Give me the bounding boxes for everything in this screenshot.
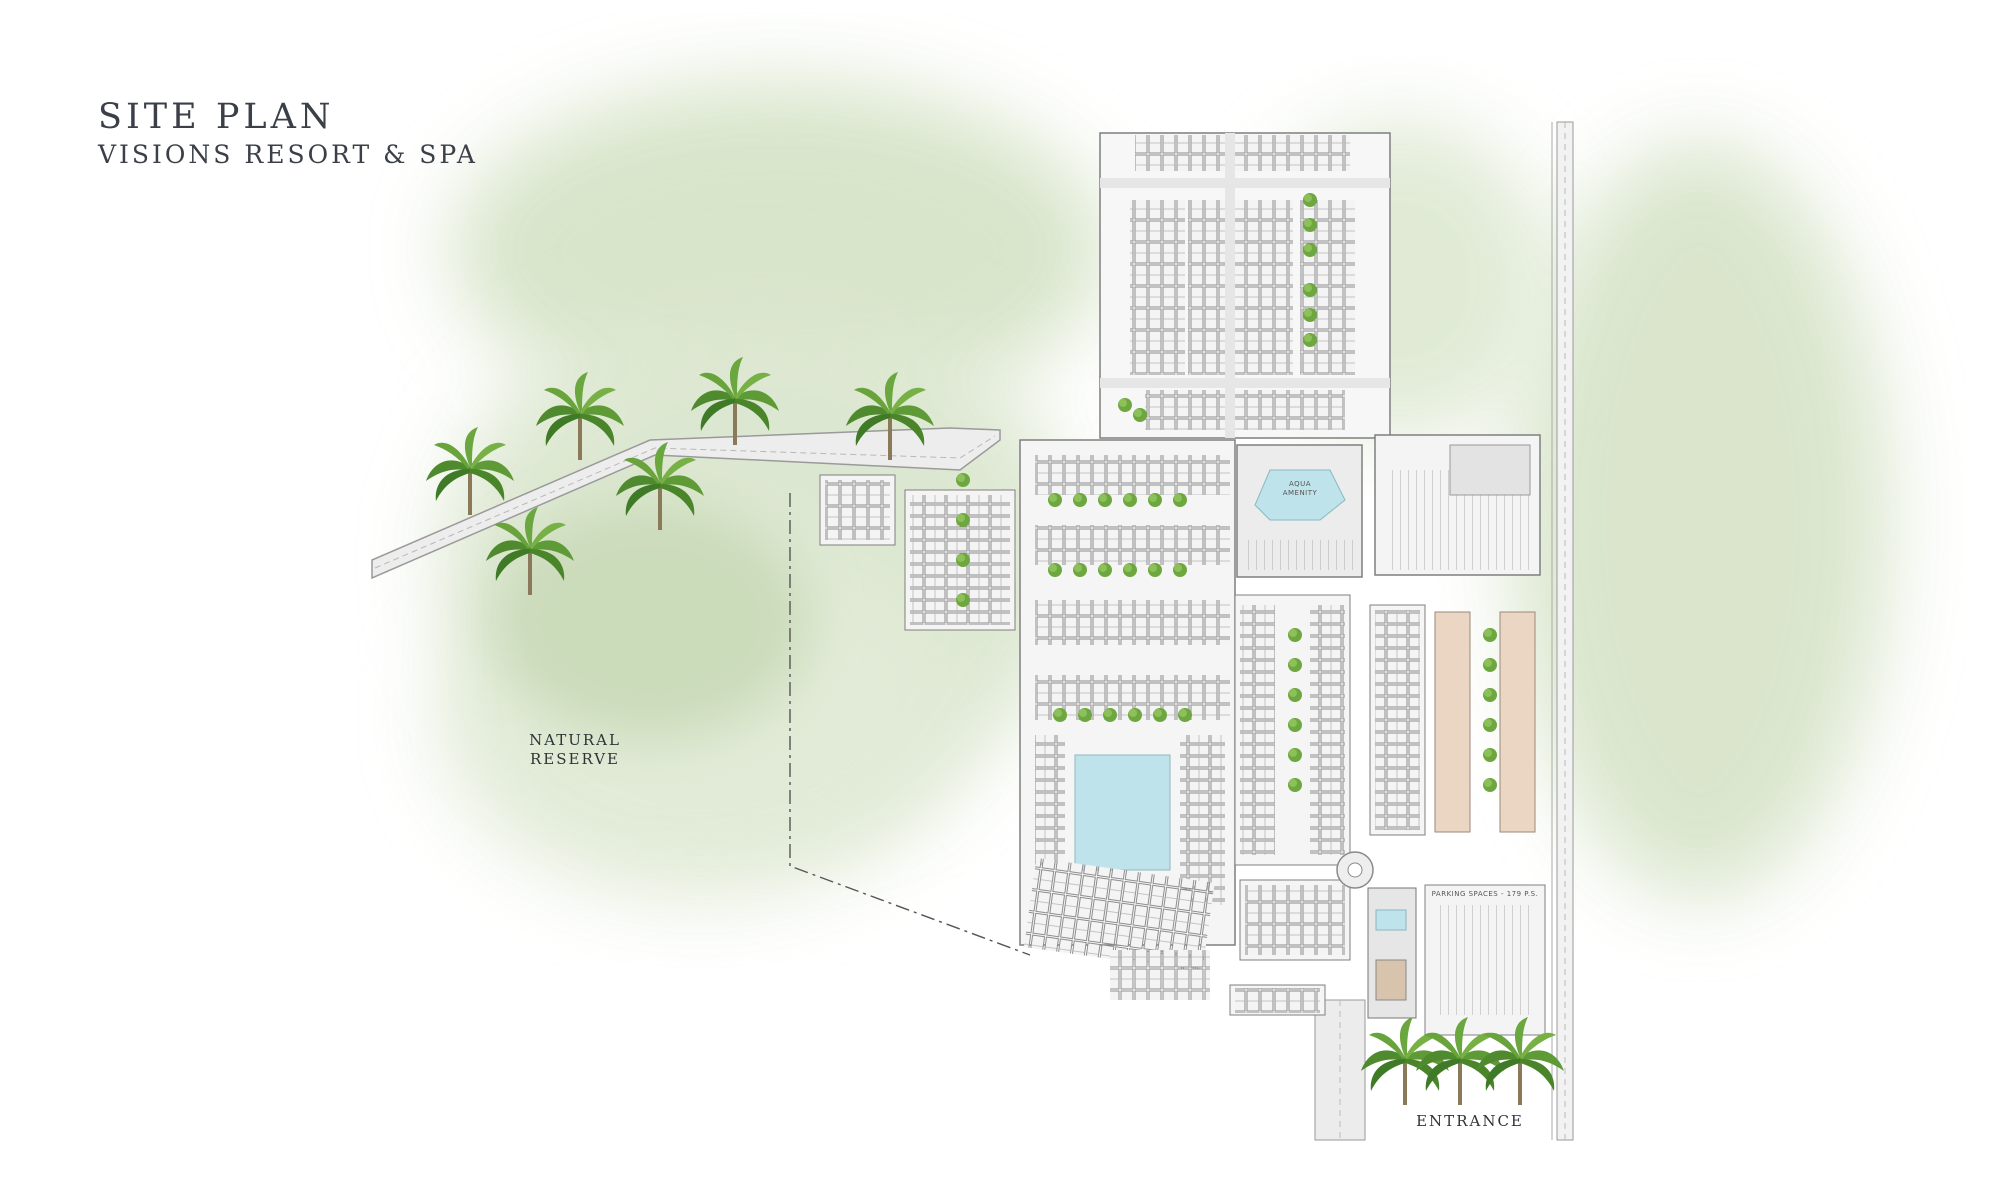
south-residential [1229, 879, 1351, 1016]
title-block: SITE PLAN VISIONS RESORT & SPA [98, 96, 478, 172]
access-road [371, 427, 1001, 580]
natural-reserve-label: NATURAL RESERVE [510, 731, 640, 769]
parking-lot [1424, 884, 1546, 1036]
natural-reserve-line2: RESERVE [529, 750, 620, 768]
west-cluster [819, 474, 1016, 631]
north-residential [1099, 132, 1391, 439]
aqua-amenity-line2: AMENITY [1282, 489, 1318, 497]
aqua-amenity-label: AQUA AMENITY [1270, 480, 1330, 498]
aqua-amenity-line1: AQUA [1288, 480, 1312, 488]
page-title: SITE PLAN [98, 97, 335, 137]
page-subtitle: VISIONS RESORT & SPA [98, 140, 478, 169]
natural-reserve-line1: NATURAL [529, 731, 621, 749]
entrance-label: ENTRANCE [1416, 1112, 1524, 1130]
retail-parcels [1434, 611, 1536, 833]
central-residential [1019, 439, 1236, 1000]
highway [1551, 121, 1574, 1141]
hotel-block [1367, 887, 1417, 1019]
parking-label: PARKING SPACES - 179 P.S. [1431, 890, 1539, 898]
commercial-building [1374, 434, 1541, 576]
aqua-amenity-block [1236, 444, 1363, 578]
east-residential [1234, 594, 1426, 866]
reserve-boundary [789, 493, 1031, 956]
